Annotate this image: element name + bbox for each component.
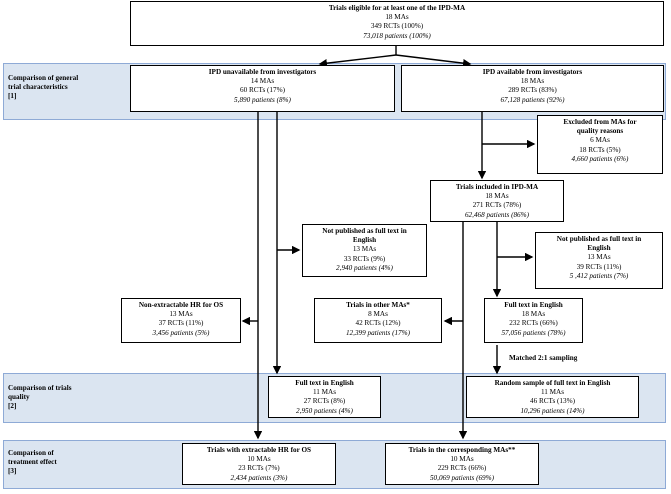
box-trials-eligible: Trials eligible for at least one of the … [130,1,664,46]
matched-sampling-note: Matched 2:1 sampling [509,354,578,362]
